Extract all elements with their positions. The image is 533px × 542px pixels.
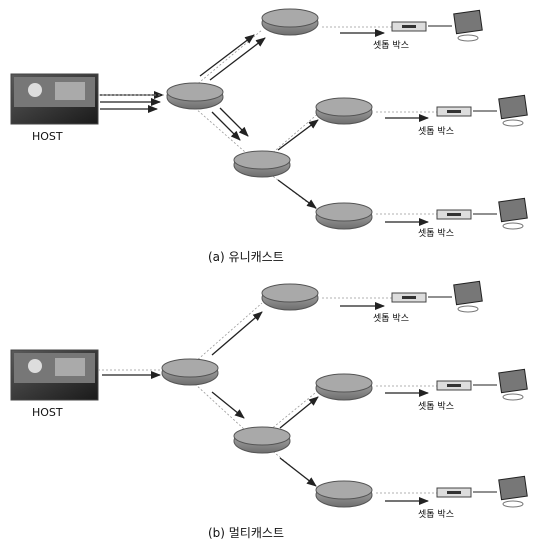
settop-box-label: 셋톱 박스 [418,229,454,239]
router-icon [315,202,373,230]
host-label: HOST [32,130,63,143]
router-icon [166,82,224,110]
settop-box-icon [436,380,472,391]
router-icon [315,373,373,401]
tv-icon [473,197,528,230]
router-icon [233,150,291,178]
tv-icon [428,9,483,42]
settop-box-icon [436,106,472,117]
multicast-links [98,297,440,494]
unicast-links [98,26,440,215]
multicast-arrows [211,302,429,505]
router-icon [261,8,319,36]
host-label: HOST [32,406,63,419]
settop-box-icon [391,292,427,303]
settop-box-label: 셋톱 박스 [418,127,454,137]
host-monitor-icon [10,73,99,125]
caption-multicast: (b) 멀티캐스트 [208,526,284,540]
settop-box-icon [436,487,472,498]
unicast-host-arrows [100,91,164,113]
host-monitor-icon [10,349,99,401]
settop-box-label: 셋톱 박스 [418,510,454,520]
tv-icon [473,475,528,508]
unicast-diagram [10,8,528,230]
tv-icon [473,368,528,401]
router-icon [315,480,373,508]
settop-box-label: 셋톱 박스 [418,402,454,412]
caption-unicast: (a) 유니캐스트 [208,250,284,264]
router-icon [315,97,373,125]
settop-box-label: 셋톱 박스 [373,314,409,324]
settop-box-label: 셋톱 박스 [373,41,409,51]
multicast-diagram [10,280,528,508]
settop-box-icon [391,21,427,32]
unicast-arrows [199,29,429,226]
tv-icon [428,280,483,313]
settop-box-icon [436,209,472,220]
router-icon [233,426,291,454]
router-icon [161,358,219,386]
tv-icon [473,94,528,127]
router-icon [261,283,319,311]
